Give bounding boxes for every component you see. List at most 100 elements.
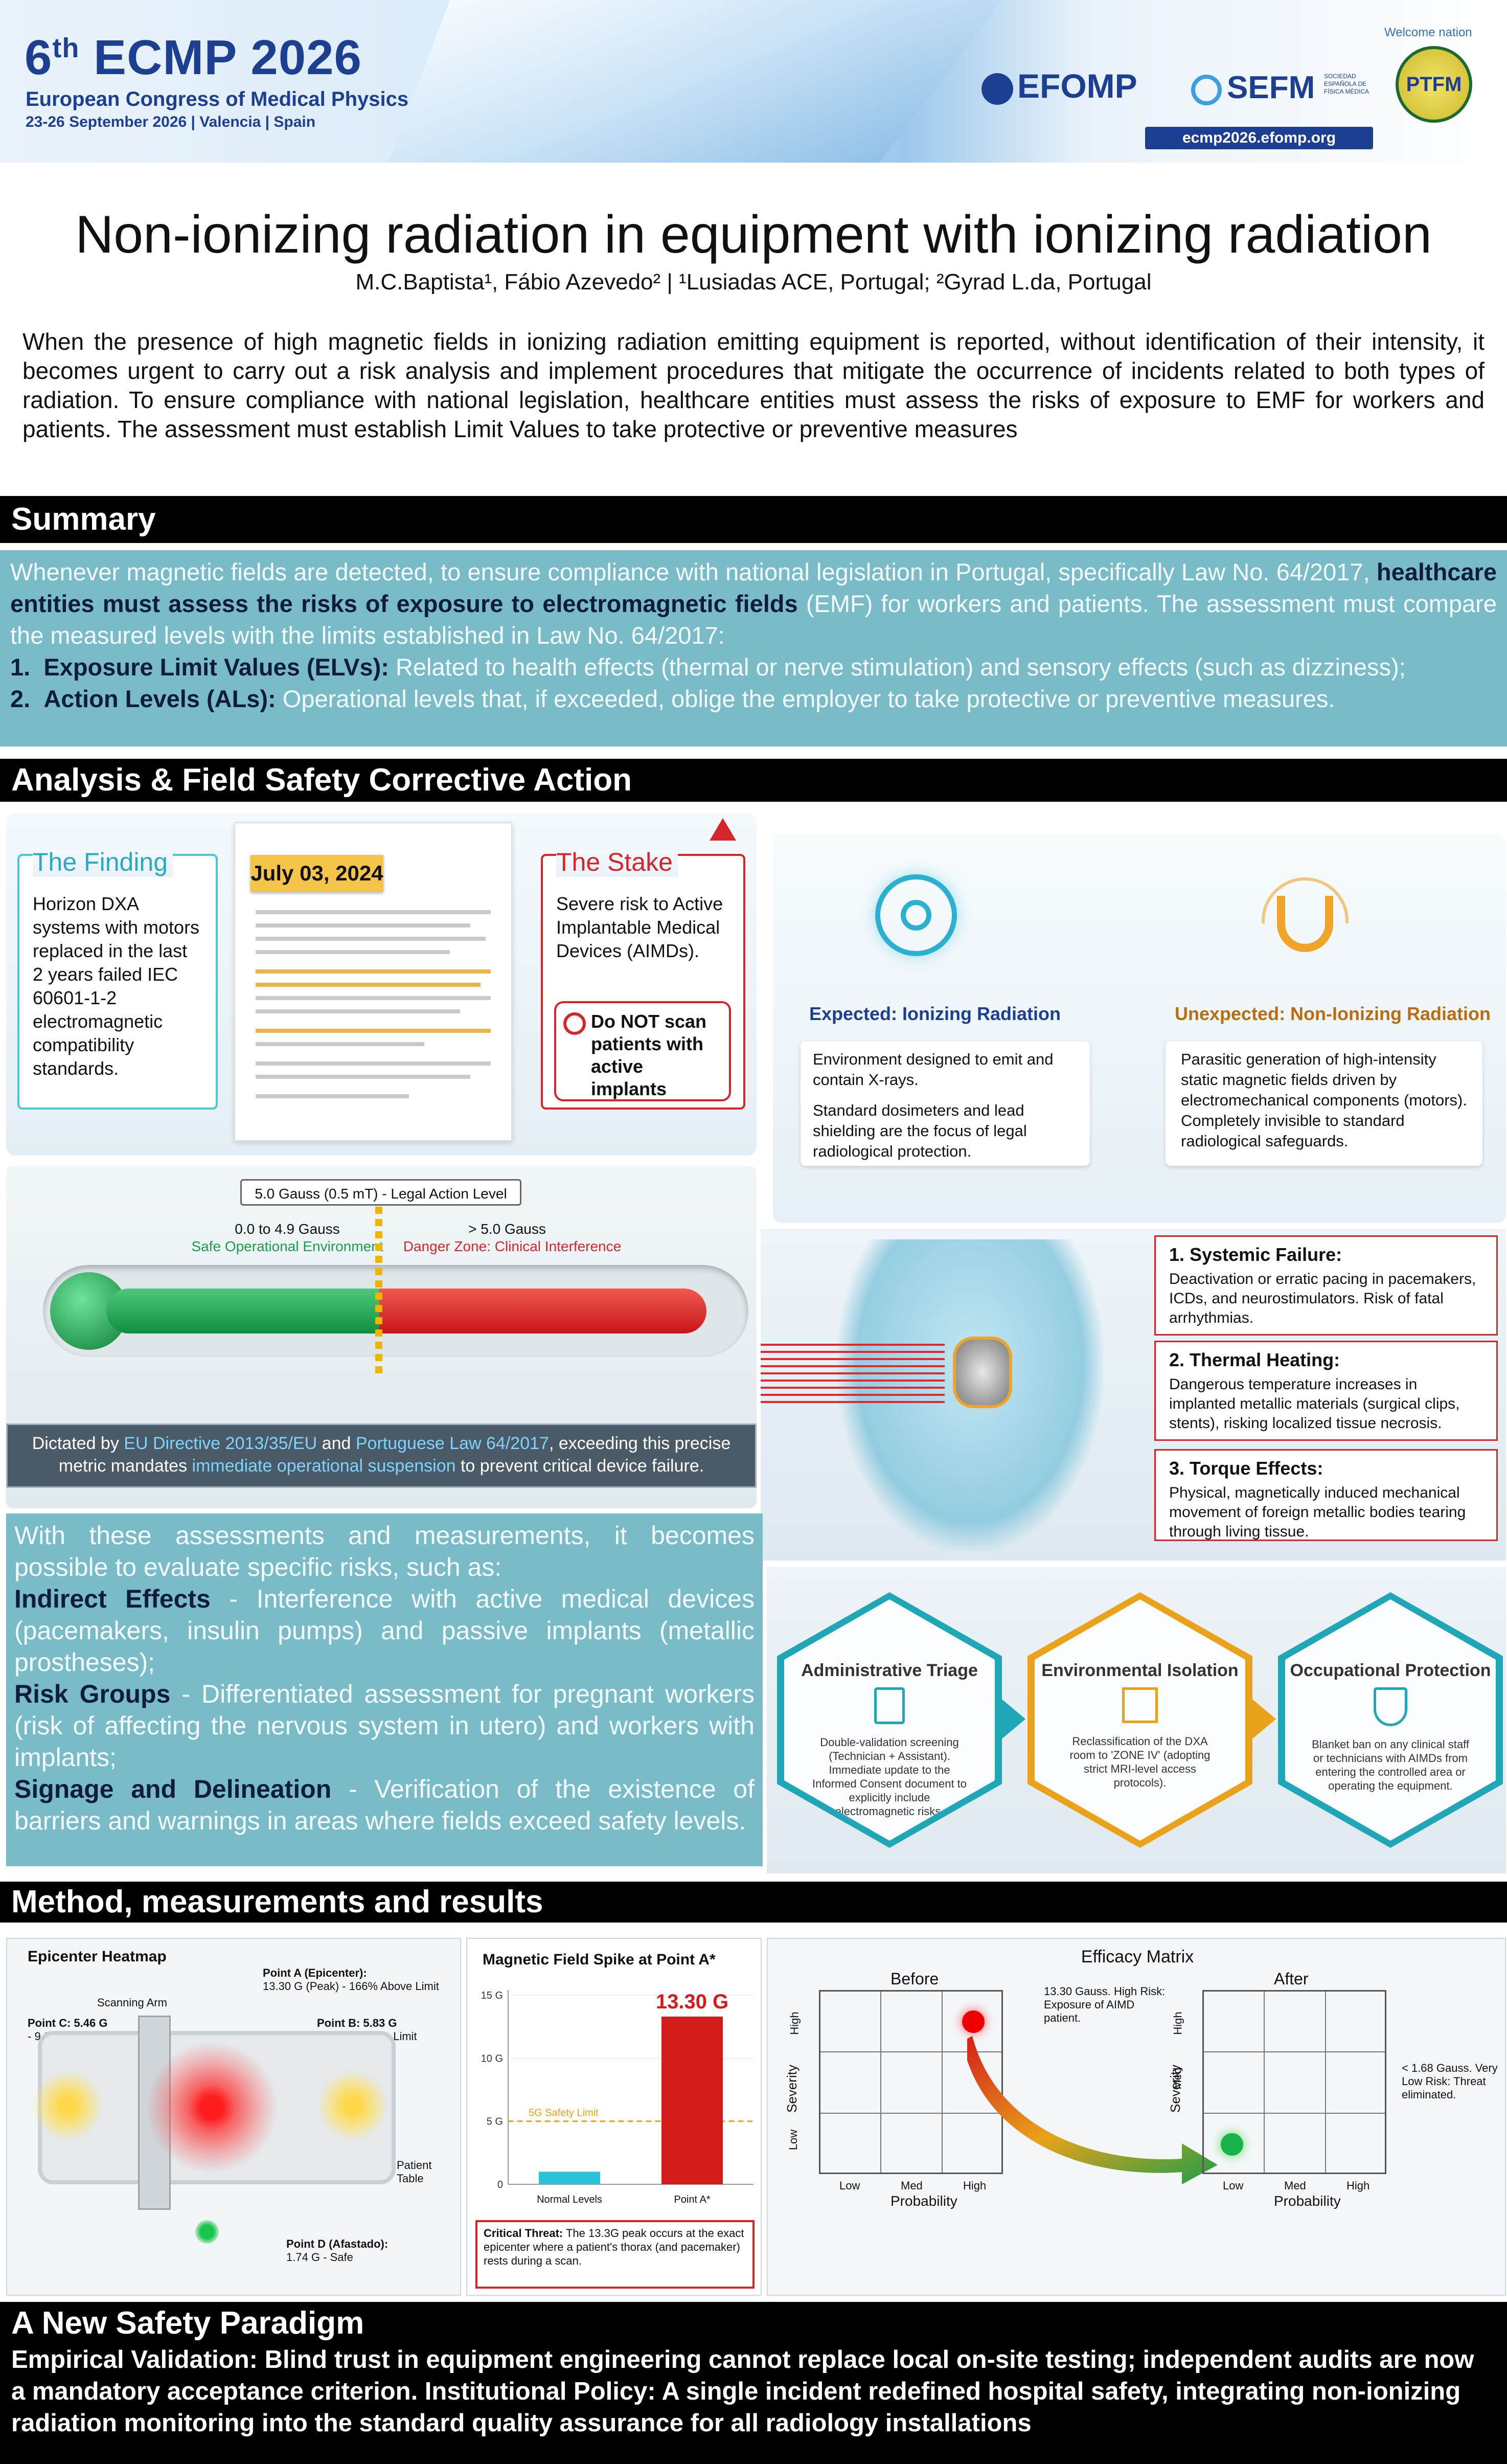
shield-icon [1374, 1687, 1407, 1726]
after-y-axis-label: Severity [1167, 2065, 1183, 2113]
welcome-nation-label: Welcome nation [1384, 26, 1472, 39]
hex-text: Double-validation screening (Technician … [812, 1736, 967, 1818]
summary-box: Whenever magnetic fields are detected, t… [0, 550, 1507, 747]
sefm-label: SEFM [1227, 70, 1315, 105]
directive-note: Dictated by EU Directive 2013/35/EU and … [6, 1423, 757, 1488]
sefm-circle-icon [1191, 74, 1222, 105]
header-banner: 6th ECMP 2026 European Congress of Medic… [0, 0, 1507, 163]
finding-title: The Finding [33, 847, 173, 877]
list-number: 1. [10, 653, 31, 681]
warning-sign-icon [1122, 1687, 1158, 1723]
effect-text: Physical, magnetically induced mechanica… [1169, 1484, 1466, 1540]
elv-term: Exposure Limit Values (ELVs): [43, 653, 389, 681]
before-note: 13.30 Gauss. High Risk: Exposure of AIMD… [1044, 1985, 1166, 2024]
risk-groups: Risk Groups - Differentiated assessment … [14, 1678, 755, 1773]
al-description: Operational levels that, if exceeded, ob… [276, 685, 1335, 712]
scanning-arm-label: Scanning Arm [97, 1996, 167, 2009]
unexpected-title: Unexpected: Non-Ionizing Radiation [1175, 1003, 1491, 1024]
note-text-c: and [317, 1434, 356, 1453]
paradigm-text: Empirical Validation: Blind trust in equ… [11, 2346, 1474, 2437]
after-x-low: Low [1223, 2179, 1244, 2192]
efomp-label: EFOMP [1017, 67, 1137, 105]
expected-title: Expected: Ionizing Radiation [809, 1003, 1061, 1024]
x-tick-label: Point A* [674, 2194, 710, 2205]
stake-title: The Stake [556, 847, 678, 877]
ptfm-seal: PTFM [1396, 46, 1472, 123]
risk-term: Indirect Effects [14, 1585, 211, 1613]
before-y-low: Low [787, 2129, 800, 2151]
threshold-label: 5G Safety Limit [529, 2108, 599, 2119]
point-d-value: 1.74 G - Safe [286, 2251, 353, 2264]
legal-limit-marker [375, 1207, 382, 1375]
note-text-e: , exceeding this precise metric mandates [58, 1434, 731, 1476]
bar [661, 2016, 723, 2184]
measures-panel: Administrative Triage Double-validation … [767, 1567, 1506, 1873]
after-y-high: High [1171, 2011, 1184, 2035]
y-tick-label: 5 G [487, 2116, 503, 2128]
poster-title: Non-ionizing radiation in equipment with… [75, 205, 1432, 264]
risk-indirect-effects: Indirect Effects - Interference with act… [14, 1583, 755, 1678]
efomp-globe-icon [981, 73, 1013, 105]
banner-architecture-image [389, 0, 1002, 163]
chart-title: Magnetic Field Spike at Point A* [483, 1951, 716, 1968]
gauge-danger-fill [379, 1288, 706, 1333]
note-suspension: immediate operational suspension [192, 1456, 456, 1476]
point-a-hotspot [145, 2041, 278, 2174]
point-b-hotspot [317, 2070, 389, 2141]
effect-card-1: 1. Systemic Failure: Deactivation or err… [1154, 1235, 1498, 1336]
analysis-heading: Analysis & Field Safety Corrective Actio… [0, 759, 1507, 802]
congress-url[interactable]: ecmp2026.efomp.org [1145, 127, 1373, 149]
risks-box: With these assessments and measurements,… [6, 1513, 763, 1866]
critical-threat-box: Critical Threat: The 13.3G peak occurs a… [475, 2220, 755, 2289]
before-y-high: High [788, 2011, 801, 2035]
chevron-right-icon [1250, 1698, 1276, 1740]
effect-title: 3. Torque Effects: [1169, 1458, 1323, 1479]
peak-data-label: 13.30 G [656, 1991, 728, 2013]
before-y-axis-label: Severity [784, 2065, 800, 2113]
epicenter-heatmap-figure: Epicenter Heatmap Scanning Arm Point A (… [6, 1938, 461, 2296]
threat-text: The 13.3G peak occurs at the exact epice… [484, 2227, 744, 2267]
legal-action-level-label: 5.0 Gauss (0.5 mT) - Legal Action Level [240, 1179, 521, 1206]
sefm-subtitle: SOCIEDAD ESPAÑOLA DE FÍSICA MÉDICA [1324, 73, 1369, 95]
x-tick-label: Normal Levels [537, 2194, 602, 2205]
effect-title: 2. Thermal Heating: [1169, 1349, 1340, 1370]
unexpected-text-2: Completely invisible to standard radiolo… [1181, 1112, 1405, 1150]
risk-term: Risk Groups [14, 1680, 171, 1708]
finding-text: Horizon DXA systems with motors replaced… [33, 893, 200, 1079]
effect-text: Deactivation or erratic pacing in pacema… [1169, 1271, 1476, 1326]
point-a-label: Point A (Epicenter): [263, 1966, 367, 1979]
congress-dates-place: 23-26 September 2026 | Valencia | Spain [26, 114, 316, 130]
congress-full-name: European Congress of Medical Physics [26, 88, 409, 110]
safe-zone-label: Safe Operational Environment [191, 1238, 383, 1254]
before-x-axis-label: Probability [890, 2193, 957, 2209]
safe-range-label: 0.0 to 4.9 Gauss [235, 1221, 340, 1237]
congress-name: ECMP 2026 [94, 30, 362, 85]
hex-title: Administrative Triage [801, 1661, 978, 1680]
stake-card: The Stake Severe risk to Active Implanta… [541, 818, 745, 1110]
effect-text: Dangerous temperature increases in impla… [1169, 1376, 1460, 1432]
sefm-logo: SEFM [1191, 70, 1315, 106]
hex-text: Reclassification of the DXA room to 'ZON… [1069, 1735, 1211, 1789]
field-lines-image [761, 1344, 945, 1405]
expected-text-1: Environment designed to emit and contain… [813, 1050, 1054, 1089]
stake-warning-text: Do NOT scan patients with active implant… [591, 1011, 707, 1099]
summary-list-item-2: 2. Action Levels (ALs): Operational leve… [10, 683, 1497, 715]
clipboard-icon [874, 1687, 905, 1724]
edition-number: 6 [25, 30, 53, 85]
risk-text: - Interference with active medical devic… [14, 1585, 755, 1677]
effect-card-3: 3. Torque Effects: Physical, magneticall… [1154, 1449, 1498, 1541]
y-tick-label: 15 G [481, 1990, 503, 2001]
gauge-panel: 5.0 Gauss (0.5 mT) - Legal Action Level … [6, 1166, 757, 1508]
finding-card: The Finding Horizon DXA systems with mot… [17, 847, 218, 1110]
efomp-logo: EFOMP [981, 66, 1137, 105]
point-b-label: Point B: 5.83 G [317, 2017, 397, 2029]
point-d-label: Point D (Afastado): [286, 2237, 389, 2250]
date-tag: July 03, 2024 [250, 855, 383, 892]
risk-text: - Differentiated assessment for pregnant… [14, 1680, 755, 1772]
threat-term: Critical Threat: [484, 2227, 563, 2240]
before-risk-marker [962, 2010, 985, 2033]
expected-card: Environment designed to emit and contain… [801, 1041, 1090, 1166]
al-term: Action Levels (ALs): [43, 685, 276, 712]
bar [539, 2172, 600, 2184]
